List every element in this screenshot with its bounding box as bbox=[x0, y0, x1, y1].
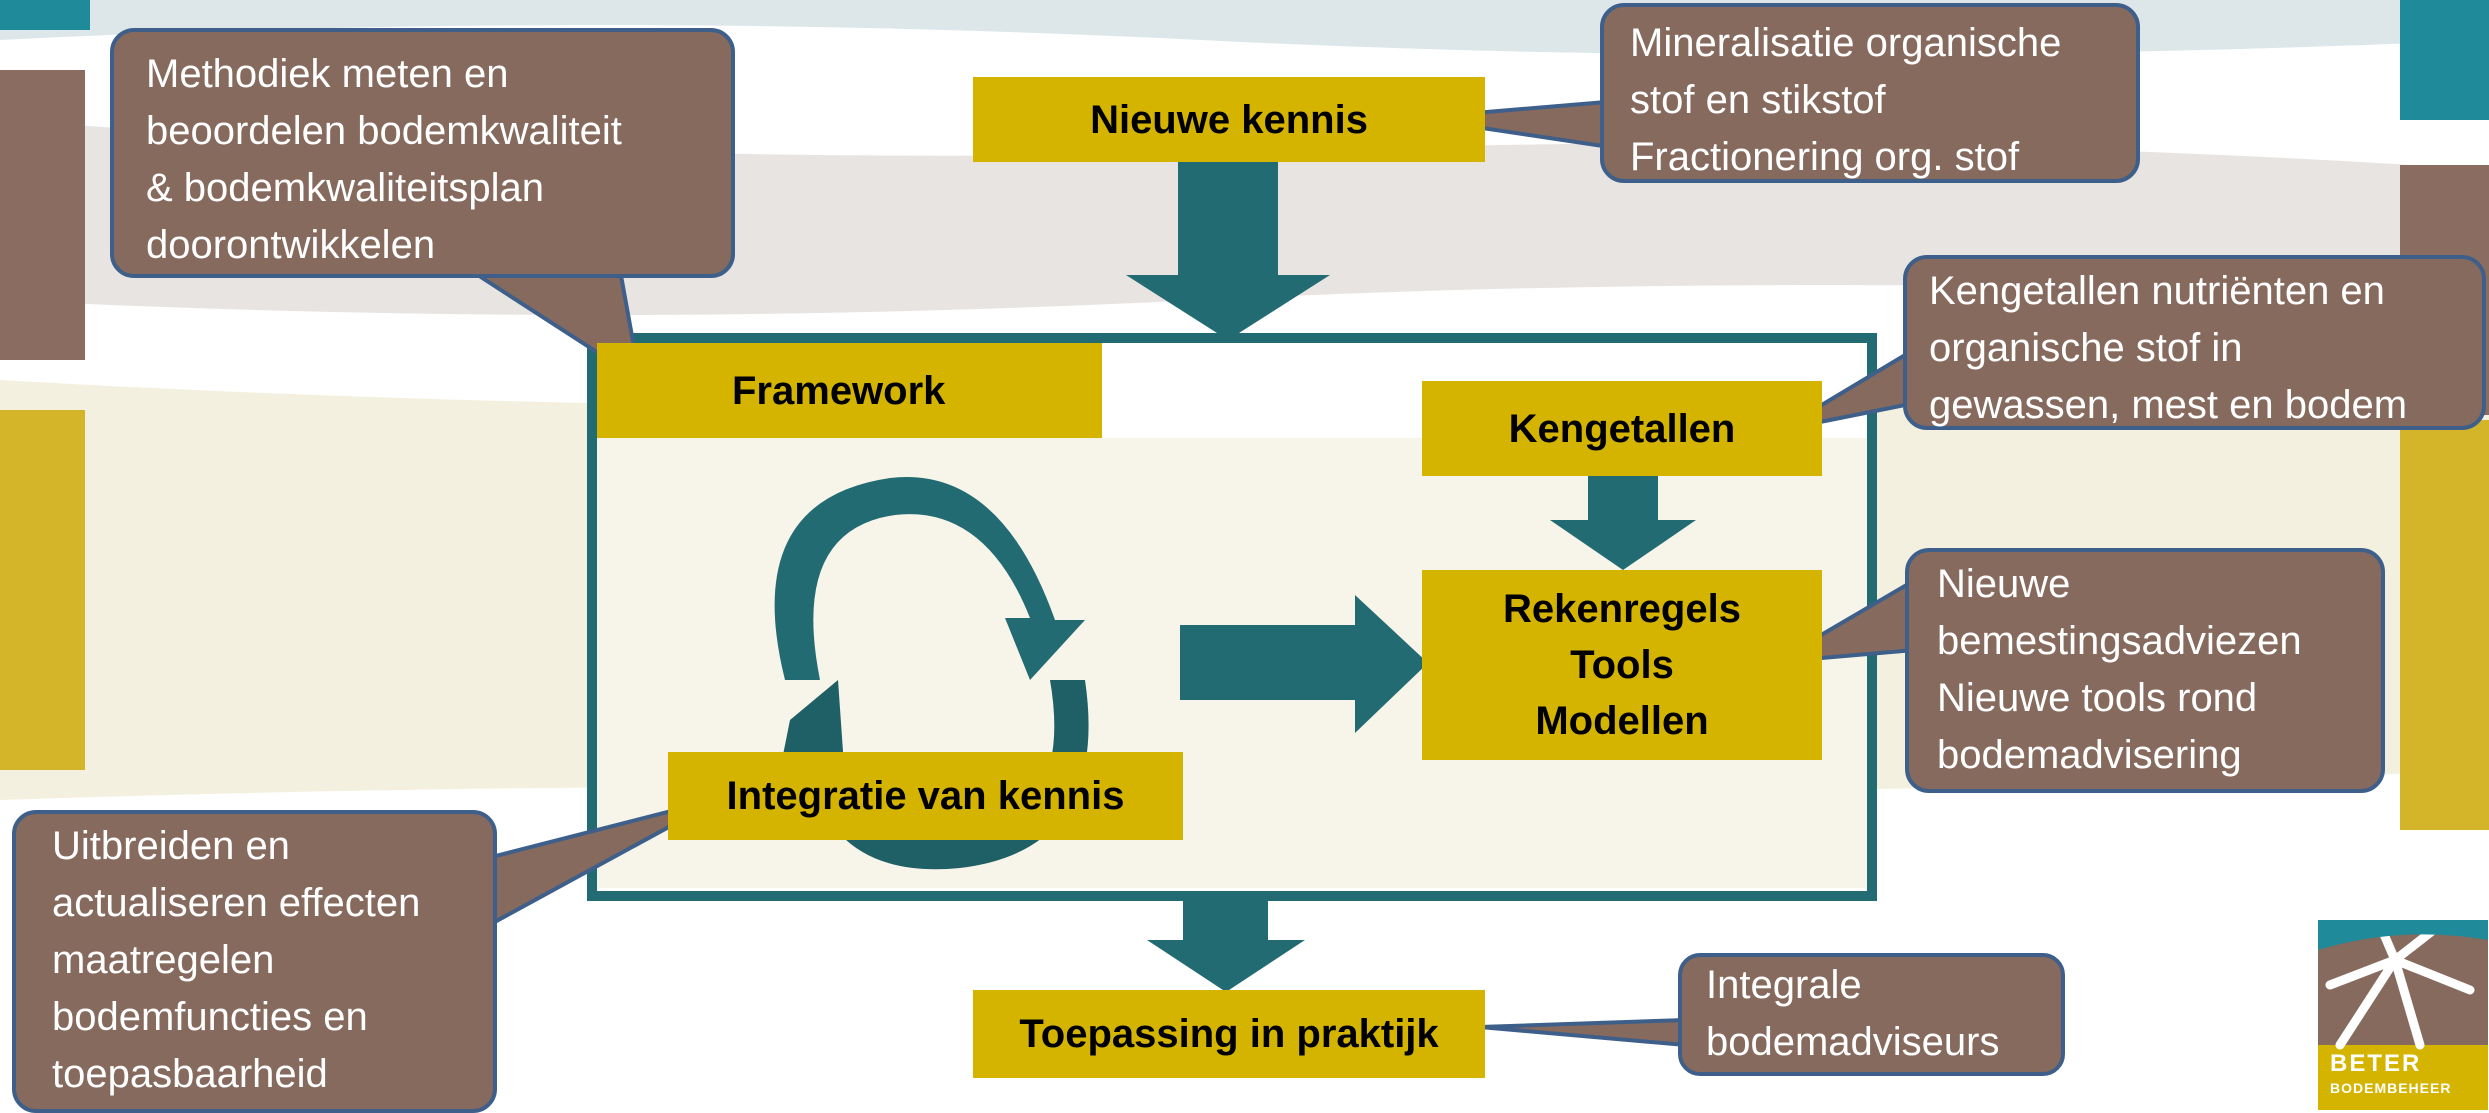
tools-label: Tools bbox=[1570, 643, 1674, 687]
logo-line1: BETER bbox=[2330, 1050, 2422, 1077]
callout-mineralisatie: Mineralisatie organische stof en stiksto… bbox=[1600, 3, 2140, 183]
callout-uitbreiden: Uitbreiden en actualiseren effecten maat… bbox=[12, 810, 497, 1113]
arrow-down-kengetallen bbox=[1550, 475, 1696, 570]
arrow-down-top bbox=[1126, 160, 1330, 340]
callout-bemesting: Nieuwe bemestingsadviezen Nieuwe tools r… bbox=[1905, 548, 2385, 793]
arrow-right-frame bbox=[1180, 595, 1428, 733]
kengetallen-box: Kengetallen bbox=[1422, 381, 1822, 476]
logo-text: BETER BODEMBEHEER bbox=[2330, 1050, 2480, 1096]
modellen-label: Modellen bbox=[1535, 699, 1709, 743]
framework-box: Framework bbox=[597, 343, 1102, 438]
arrow-down-bottom bbox=[1147, 892, 1305, 992]
nieuwe-kennis-box: Nieuwe kennis bbox=[973, 77, 1485, 162]
toepassing-box: Toepassing in praktijk bbox=[973, 990, 1485, 1078]
rekenregels-box: Rekenregels Tools Modellen bbox=[1422, 570, 1822, 760]
rekenregels-label: Rekenregels bbox=[1503, 587, 1741, 631]
integratie-box: Integratie van kennis bbox=[668, 752, 1183, 840]
beter-bodembeheer-logo bbox=[2318, 920, 2488, 1110]
callout-kengetallen-info: Kengetallen nutriënten en organische sto… bbox=[1903, 255, 2486, 430]
logo-line2: BODEMBEHEER bbox=[2330, 1080, 2452, 1096]
callout-integrale: Integrale bodemadviseurs bbox=[1678, 953, 2065, 1076]
callout-methodiek: Methodiek meten en beoordelen bodemkwali… bbox=[110, 28, 735, 278]
